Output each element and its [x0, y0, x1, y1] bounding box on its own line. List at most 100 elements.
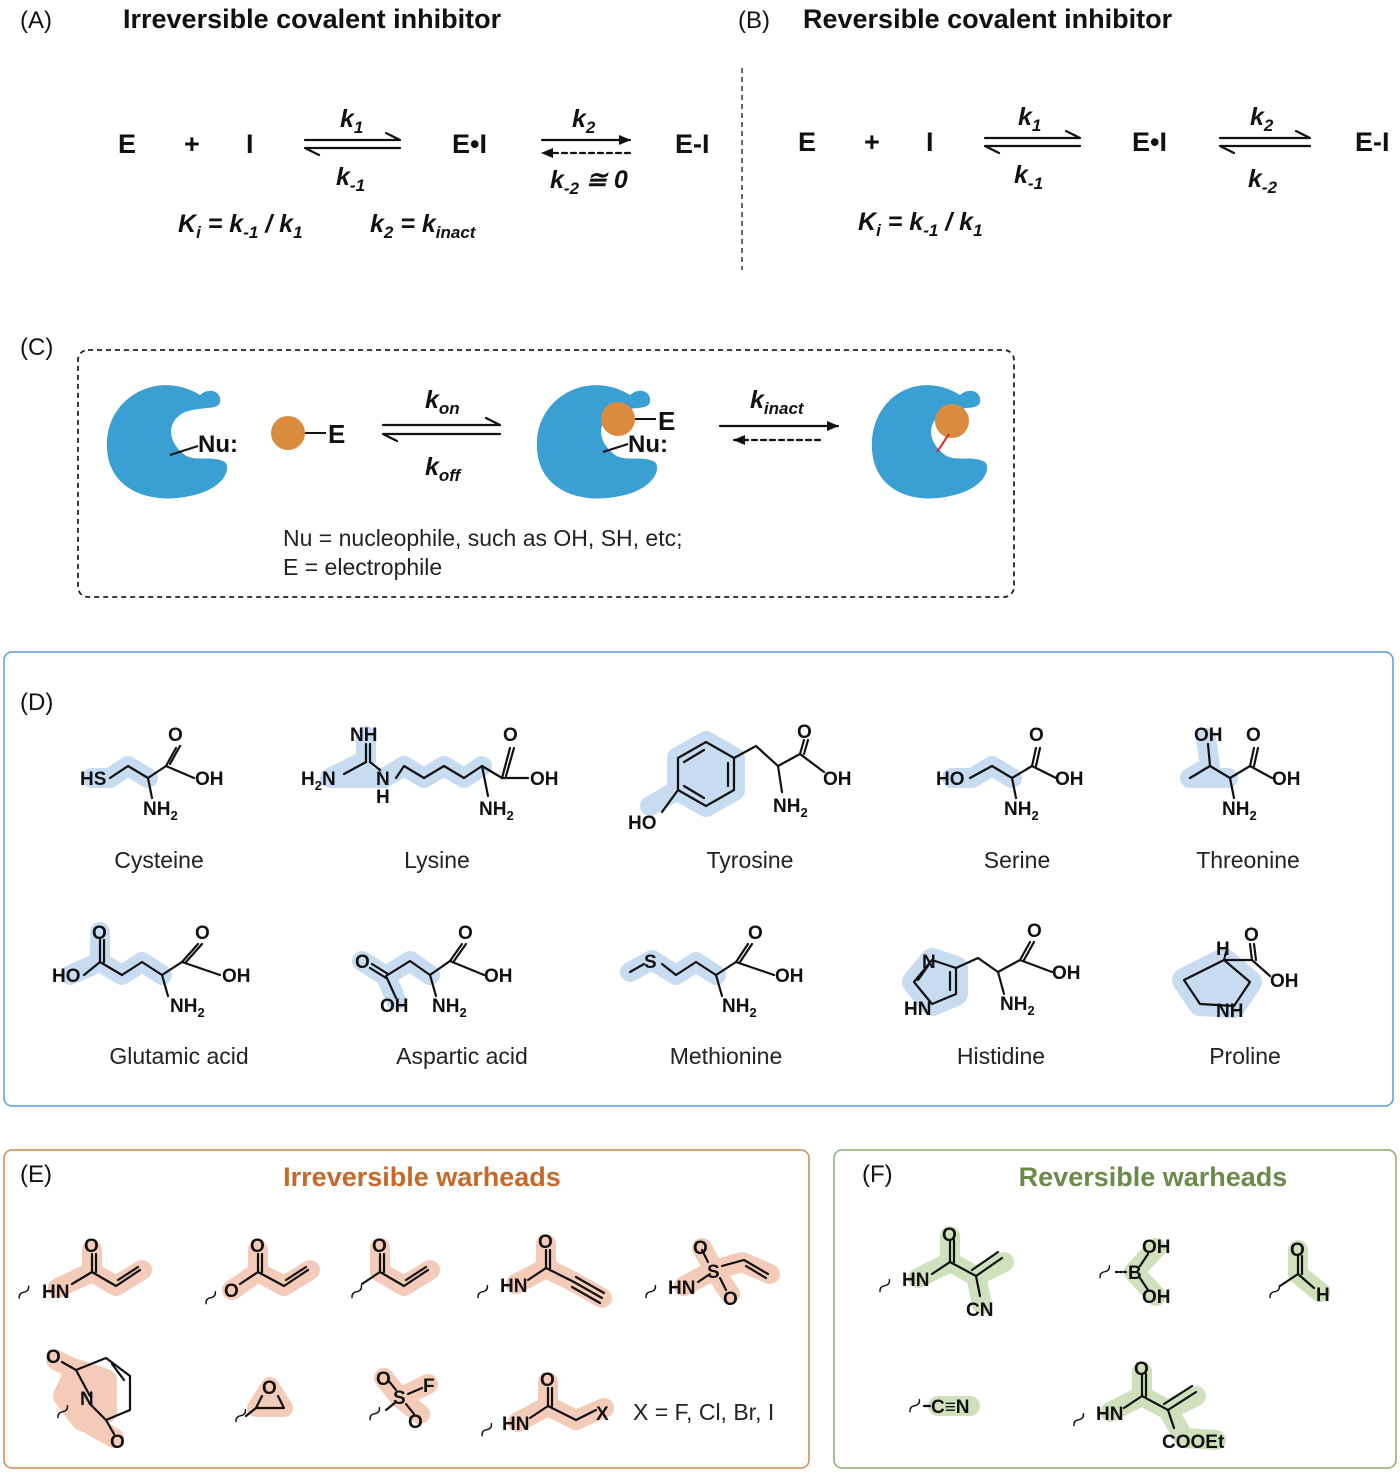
svg-text:O: O	[723, 1289, 738, 1310]
boronic-acid-warhead: B OH OH	[1099, 1237, 1171, 1308]
amino-acid-name: Aspartic acid	[396, 1043, 528, 1069]
forward-arrow	[381, 416, 502, 427]
svg-text:O: O	[503, 725, 518, 746]
svg-text:HO: HO	[52, 966, 81, 987]
svg-text:NH: NH	[1216, 1001, 1243, 1022]
svg-text:O: O	[748, 923, 763, 944]
rate-koff: koff	[425, 453, 463, 485]
nucleophile-label: Nu:	[198, 431, 238, 458]
rate-k-minus-1: k-1	[1014, 161, 1043, 193]
rate-k1: k1	[1018, 103, 1041, 135]
panel-f: (F) Reversible warheads HN O CN B OH OH	[833, 1149, 1397, 1469]
reverse-arrow	[303, 146, 402, 157]
electrophile-label: E	[658, 406, 675, 436]
forward-arrow	[303, 131, 402, 142]
reverse-arrow	[983, 144, 1082, 155]
svg-text:NH2: NH2	[170, 996, 205, 1020]
svg-text:O: O	[458, 923, 473, 944]
legend-nucleophile: Nu = nucleophile, such as OH, SH, etc;	[283, 525, 683, 551]
panel-a-label: (A)	[20, 7, 52, 34]
histidine-structure: N HN O OH NH2	[902, 921, 1081, 1020]
panel-a-title: Irreversible covalent inhibitor	[123, 4, 502, 34]
svg-text:O: O	[1029, 725, 1044, 746]
svg-text:O: O	[262, 1378, 277, 1399]
inhibitor-symbol: I	[926, 127, 934, 157]
maleimide-warhead: N O O	[46, 1347, 132, 1453]
vinyl-sulfonamide-warhead: HN S O O	[645, 1238, 780, 1310]
svg-text:HN: HN	[902, 1270, 929, 1291]
rate-k1: k1	[340, 105, 363, 137]
amino-acid-name: Threonine	[1196, 847, 1300, 873]
glutamic-acid-structure: O HO O OH NH2	[52, 922, 251, 1020]
panel-c-frame	[77, 349, 1015, 598]
svg-text:CN: CN	[966, 1300, 993, 1321]
svg-text:O: O	[224, 1281, 239, 1302]
panel-d-label: (D)	[20, 689, 53, 716]
covalent-adduct: E-I	[675, 129, 710, 159]
svg-text:O: O	[46, 1347, 61, 1368]
k2-equation: k2 = kinact	[370, 210, 477, 242]
electrophile-label: E	[328, 419, 345, 449]
svg-text:N: N	[922, 952, 936, 973]
rate-k2: k2	[572, 105, 596, 137]
svg-text:N: N	[376, 769, 390, 790]
panel-c-label: (C)	[20, 334, 53, 361]
proline-structure: H O OH NH	[1172, 925, 1299, 1022]
svg-text:O: O	[1246, 725, 1261, 746]
amino-acid-name: Methionine	[670, 1043, 783, 1069]
svg-text:OH: OH	[1142, 1237, 1171, 1258]
panel-b-label: (B)	[738, 7, 770, 34]
noncovalent-complex: E•I	[1132, 127, 1167, 157]
svg-text:HS: HS	[80, 769, 106, 790]
aldehyde-warhead: O H	[1269, 1240, 1330, 1306]
panel-e-frame	[3, 1149, 810, 1469]
covalent-adduct: E-I	[1355, 127, 1390, 157]
rate-kinact: kinact	[750, 386, 805, 418]
ligand-ball	[271, 416, 305, 450]
svg-text:OH: OH	[530, 769, 559, 790]
amino-acid-name: Tyrosine	[707, 847, 794, 873]
svg-text:O: O	[195, 923, 210, 944]
panel-e: (E) Irreversible warheads HN O O O	[3, 1149, 810, 1469]
panel-d: (D) HS O OH NH2 NH H2N N H O	[3, 651, 1394, 1107]
ki-equation: Ki = k-1 / k1	[858, 208, 983, 240]
lysine-structure: NH H2N N H O OH NH2	[301, 725, 559, 823]
svg-text:O: O	[84, 1236, 99, 1257]
svg-text:O: O	[1134, 1359, 1149, 1380]
ligand-ball	[601, 402, 635, 436]
svg-text:OH: OH	[775, 966, 804, 987]
svg-text:HN: HN	[1096, 1404, 1123, 1425]
plus-sign: +	[864, 127, 880, 157]
svg-text:HO: HO	[628, 813, 657, 834]
haloacetamide-warhead: HN O X	[481, 1370, 614, 1437]
cyanoacrylate-ester-warhead: HN O COOEt	[1073, 1359, 1226, 1453]
svg-text:OH: OH	[1055, 769, 1084, 790]
svg-text:OH: OH	[222, 966, 251, 987]
svg-text:OH: OH	[484, 966, 513, 987]
svg-text:NH2: NH2	[722, 996, 757, 1020]
svg-text:O: O	[250, 1236, 265, 1257]
svg-text:HN: HN	[668, 1278, 695, 1299]
svg-text:O: O	[372, 1236, 387, 1257]
svg-text:S: S	[393, 1388, 406, 1409]
epoxide-warhead: O	[235, 1377, 293, 1423]
nucleophile-label: Nu:	[628, 431, 668, 458]
panel-b: (B) Reversible covalent inhibitor E + I …	[738, 4, 1390, 240]
svg-text:HN: HN	[502, 1414, 529, 1435]
halogen-note: X = F, Cl, Br, I	[633, 1399, 774, 1425]
svg-text:O: O	[1244, 925, 1259, 946]
svg-text:S: S	[707, 1262, 720, 1283]
legend-electrophile: E = electrophile	[283, 554, 442, 580]
svg-text:OH: OH	[823, 769, 852, 790]
svg-text:NH2: NH2	[143, 799, 178, 823]
cyanoacrylamide-warhead: HN O CN	[879, 1225, 1014, 1321]
svg-text:OH: OH	[1142, 1287, 1171, 1308]
panel-d-frame	[3, 651, 1394, 1107]
svg-text:O: O	[355, 952, 370, 973]
svg-text:COOEt: COOEt	[1162, 1432, 1225, 1453]
svg-text:S: S	[644, 952, 657, 973]
covalent-bond	[936, 433, 950, 453]
panel-c: (C) Nu: E kon koff E Nu: kinact Nu = nuc…	[20, 334, 1015, 598]
aspartic-acid-structure: O OH O OH NH2	[352, 923, 513, 1020]
